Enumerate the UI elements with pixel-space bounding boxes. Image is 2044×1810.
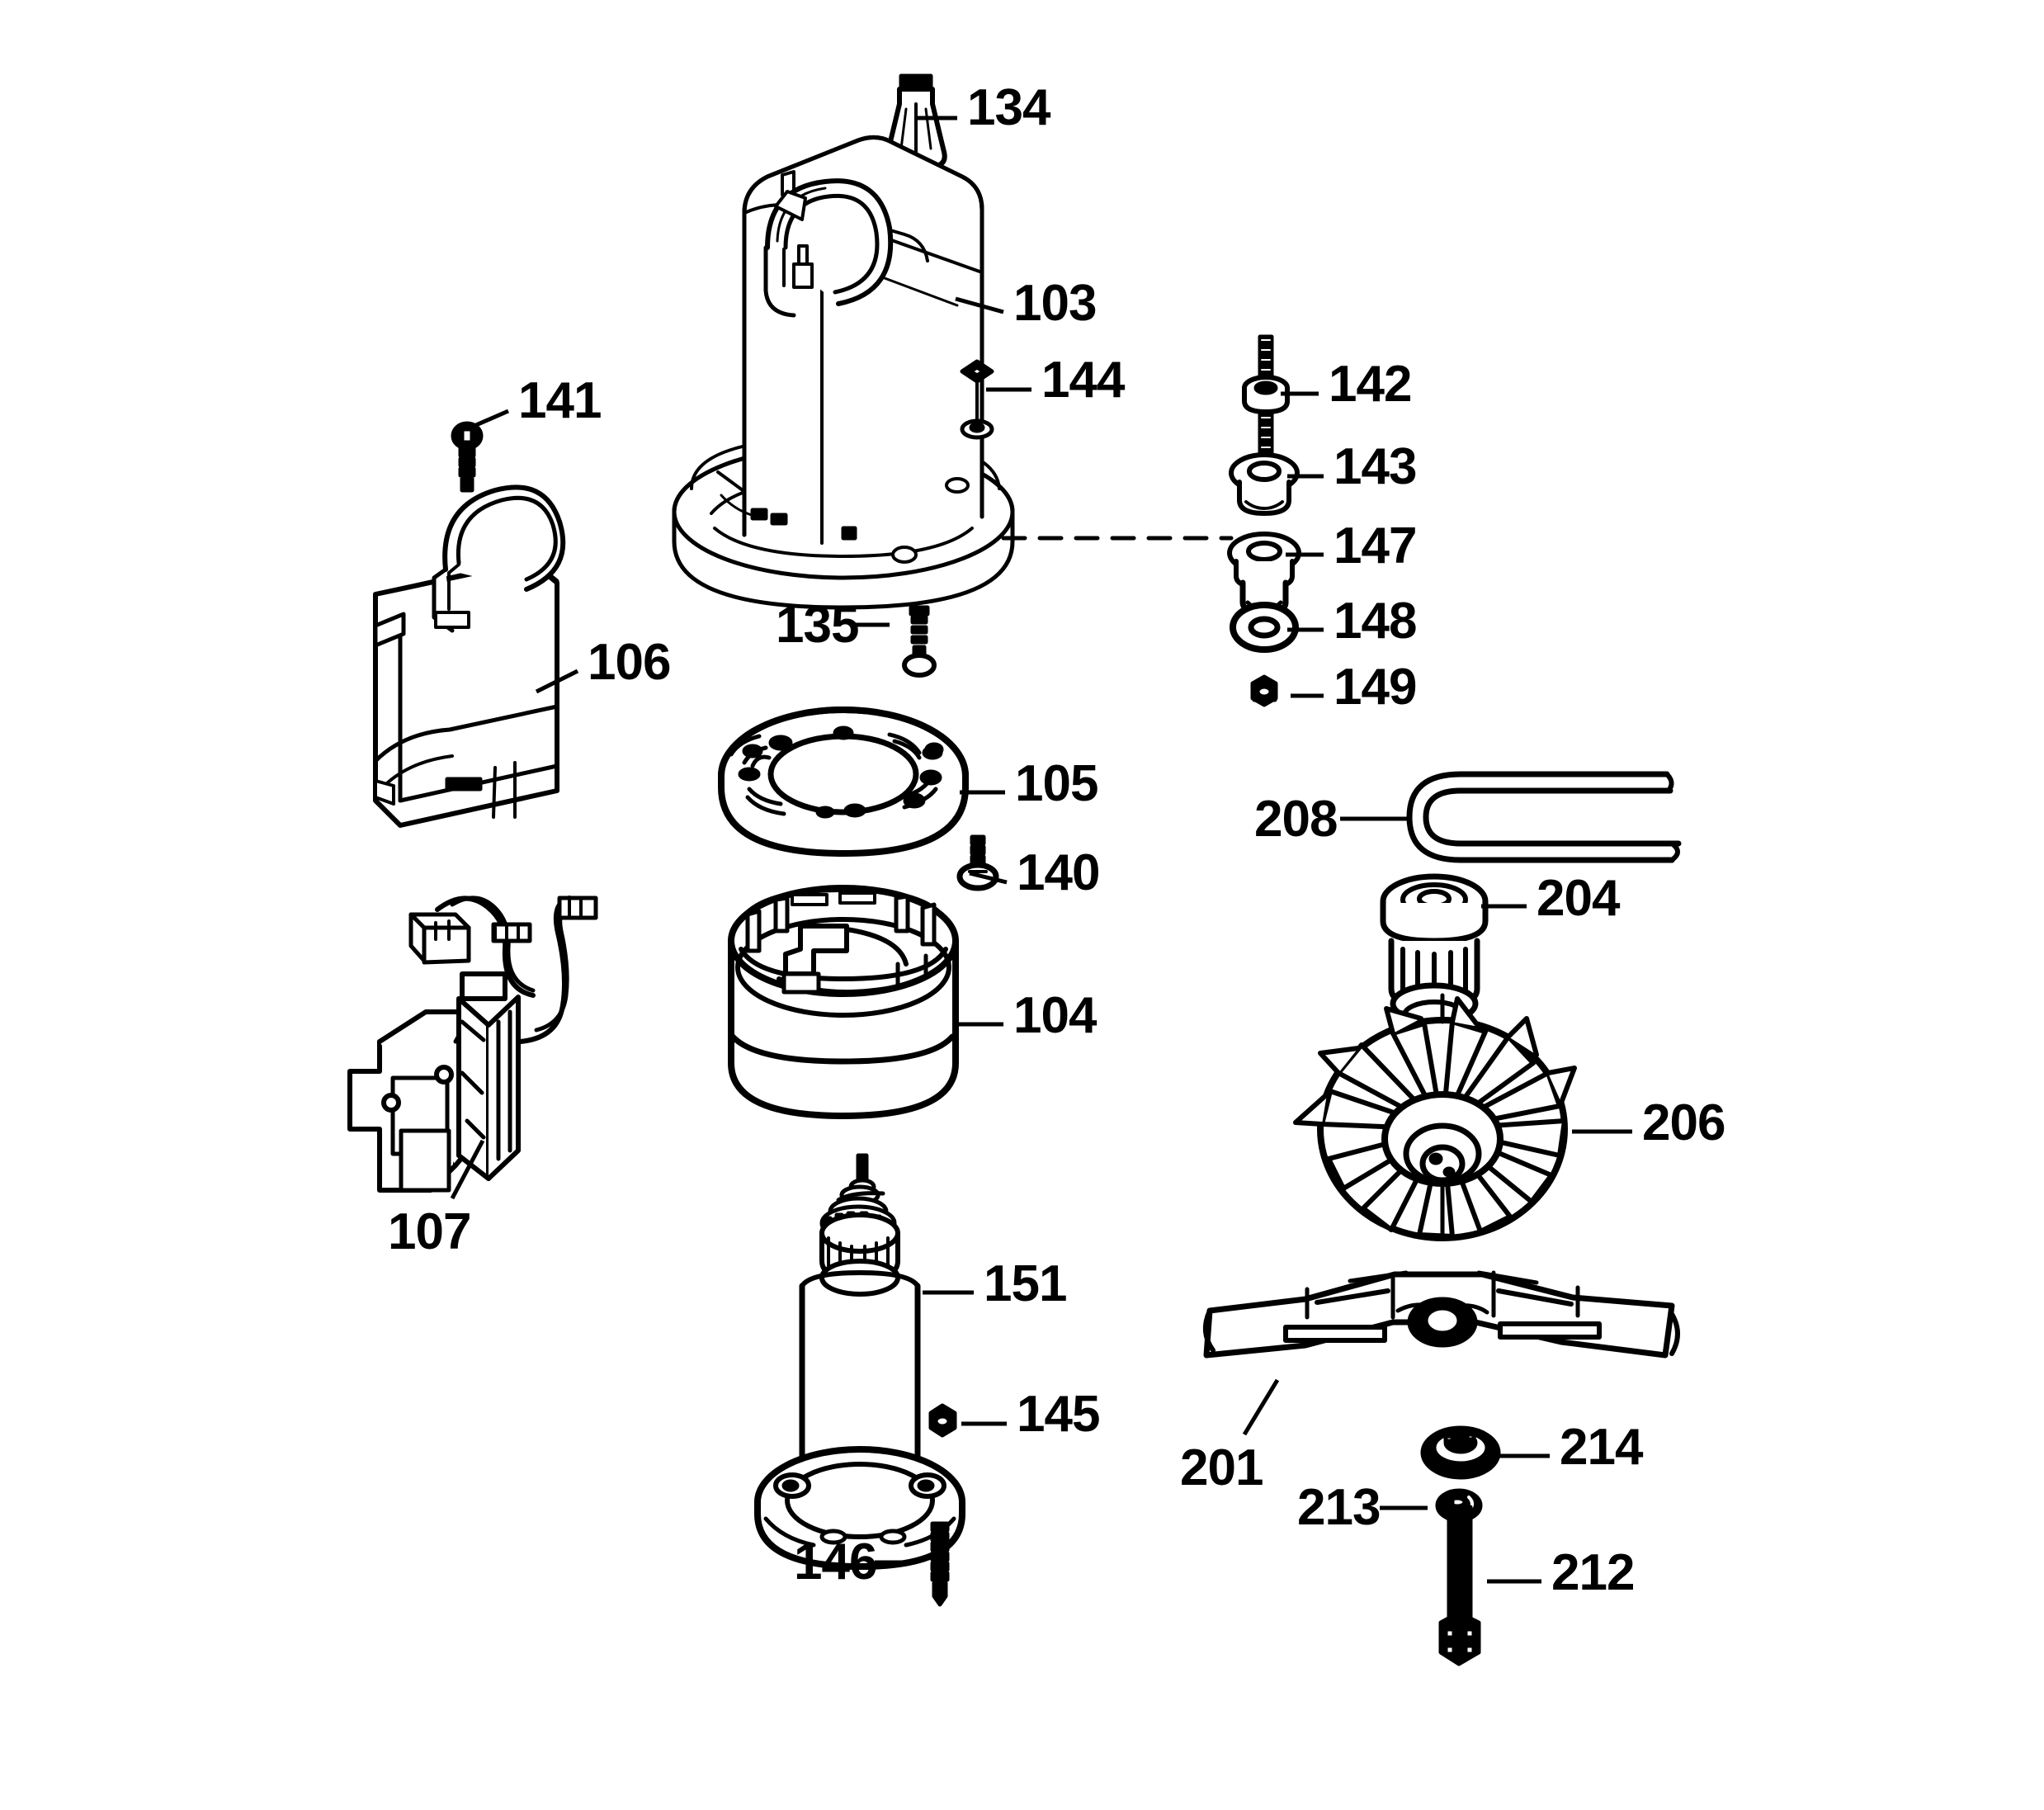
leader-line-106 — [535, 669, 579, 694]
part-204-bearing — [1380, 873, 1489, 1031]
part-106-switch-cover — [373, 484, 566, 828]
leader-line-141 — [470, 409, 509, 430]
callout-147: 147 — [1334, 517, 1417, 574]
callout-206: 206 — [1642, 1094, 1725, 1151]
callout-134: 134 — [967, 79, 1050, 136]
callout-143: 143 — [1334, 438, 1417, 495]
callout-208: 208 — [1254, 791, 1338, 848]
callout-214: 214 — [1560, 1419, 1643, 1476]
leader-line-107 — [450, 1139, 485, 1200]
part-212-blade-bolt — [1438, 1496, 1481, 1666]
part-146-screw — [930, 1521, 950, 1607]
callout-201: 201 — [1180, 1439, 1263, 1496]
callout-104: 104 — [1013, 987, 1097, 1044]
callout-105: 105 — [1015, 755, 1098, 812]
leader-lines — [450, 116, 1632, 1584]
part-141-screw — [451, 421, 484, 493]
part-145-nut — [928, 1403, 957, 1438]
callout-151: 151 — [984, 1255, 1067, 1312]
callout-149: 149 — [1334, 659, 1417, 716]
part-107-switch-assembly — [347, 896, 598, 1193]
part-206-cooling-fan — [1293, 993, 1577, 1241]
part-105-mounting-ring — [718, 707, 969, 857]
callout-204: 204 — [1537, 870, 1620, 927]
part-144-clip-nut — [960, 359, 994, 440]
callout-140: 140 — [1017, 844, 1100, 901]
part-151-armature — [754, 1153, 965, 1570]
callout-107: 107 — [388, 1203, 471, 1260]
callout-146: 146 — [794, 1534, 877, 1590]
callout-144: 144 — [1041, 352, 1125, 409]
callout-212: 212 — [1551, 1544, 1635, 1601]
callout-103: 103 — [1013, 275, 1097, 332]
callout-135: 135 — [776, 597, 859, 654]
part-201-blade — [1202, 1270, 1680, 1359]
part-135-screw — [902, 605, 937, 678]
leader-line-201 — [1242, 1378, 1280, 1436]
part-143-grommet — [1229, 452, 1300, 516]
part-103-upper-housing — [672, 135, 1015, 610]
callout-145: 145 — [1017, 1386, 1100, 1443]
callout-148: 148 — [1334, 593, 1417, 650]
leader-line-140 — [969, 871, 1008, 885]
callout-142: 142 — [1329, 356, 1412, 413]
part-148-washer — [1230, 602, 1299, 653]
callout-106: 106 — [588, 634, 671, 691]
part-147-bushing — [1227, 532, 1301, 616]
part-214-blade-washer — [1420, 1425, 1501, 1480]
part-104-motor-shell — [728, 885, 959, 1119]
leader-line-103 — [955, 296, 1004, 314]
callout-141: 141 — [518, 372, 602, 429]
part-149-nut — [1250, 674, 1278, 707]
callout-213: 213 — [1297, 1479, 1381, 1536]
part-140-screw — [956, 834, 999, 891]
